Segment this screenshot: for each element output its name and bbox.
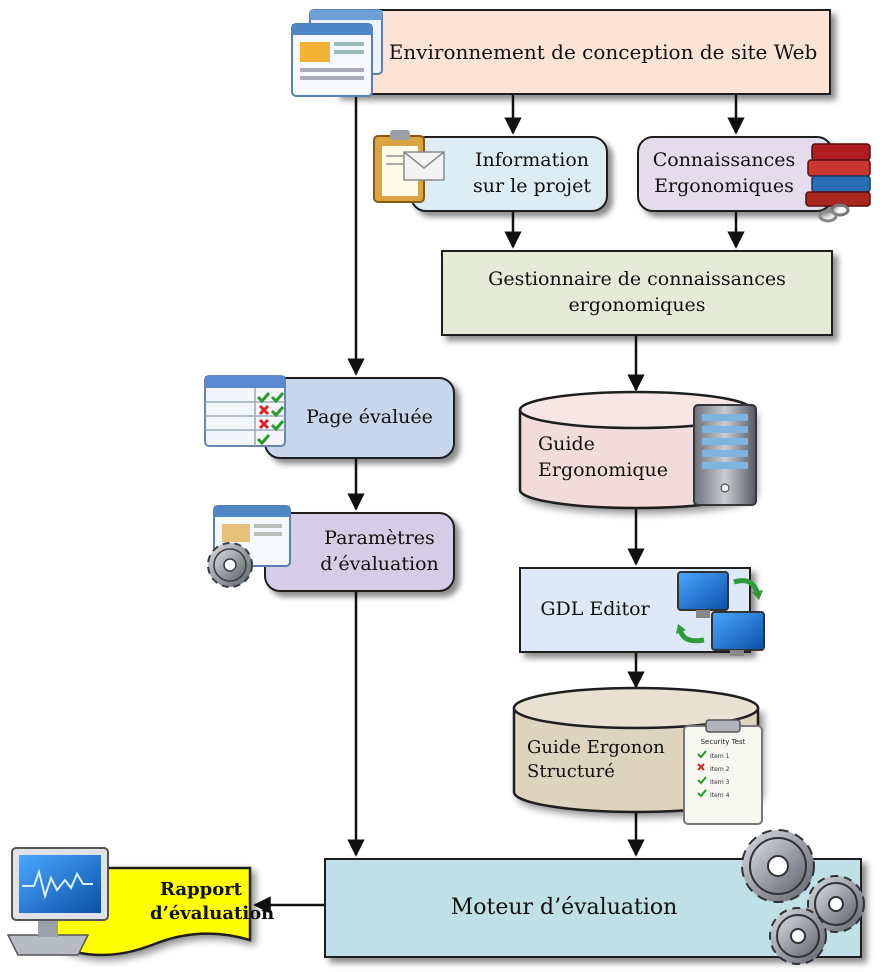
clipboard-item-4: Item 4 <box>710 792 730 799</box>
clipboard-item-3: Item 3 <box>710 779 730 786</box>
env-box: Environnement de conception de site Web <box>335 9 831 95</box>
info-label: Information sur le projet <box>473 149 591 197</box>
gestionnaire-box: Gestionnaire de connaissances ergonomiqu… <box>441 250 833 336</box>
server-icon <box>693 404 757 506</box>
connaissances-box: Connaissances Ergonomiques <box>637 136 833 212</box>
parametres-label: Paramètres d’évaluation <box>320 527 439 575</box>
browser-windows-icon <box>291 9 383 97</box>
env-label: Environnement de conception de site Web <box>388 39 818 64</box>
settings-window-gear-icon <box>207 505 291 588</box>
clipboard-item-2: Item 2 <box>710 766 730 773</box>
connector-arrows <box>253 95 745 914</box>
gdl-editor-label: GDL Editor <box>540 598 650 621</box>
guide-structure-label: Guide Ergonon Structuré <box>527 737 665 783</box>
gestionnaire-label: Gestionnaire de connaissances ergonomiqu… <box>488 268 786 316</box>
clipboard-envelope-icon <box>373 130 445 203</box>
connaissances-label: Connaissances Ergonomiques <box>652 149 796 197</box>
gears-icon <box>741 829 865 965</box>
moteur-label: Moteur d’évaluation <box>450 895 678 921</box>
parametres-box: Paramètres d’évaluation <box>264 512 455 592</box>
clipboard-item-1: Item 1 <box>710 753 730 760</box>
page-evaluee-label: Page évaluée <box>306 406 433 429</box>
monitor-waveform-icon <box>6 847 109 956</box>
rapport-label: Rapport d’évaluation <box>150 879 275 925</box>
monitors-sync-icon <box>676 571 765 656</box>
checklist-table-icon <box>204 375 286 447</box>
clipboard-title: Security Test <box>701 738 746 746</box>
security-clipboard-icon: Security Test Item 1 Item 2 Item 3 Item … <box>683 719 763 825</box>
guide-ergonomique-label: Guide Ergonomique <box>538 433 668 481</box>
page-evaluee-box: Page évaluée <box>264 377 455 459</box>
books-chain-icon <box>805 143 871 223</box>
